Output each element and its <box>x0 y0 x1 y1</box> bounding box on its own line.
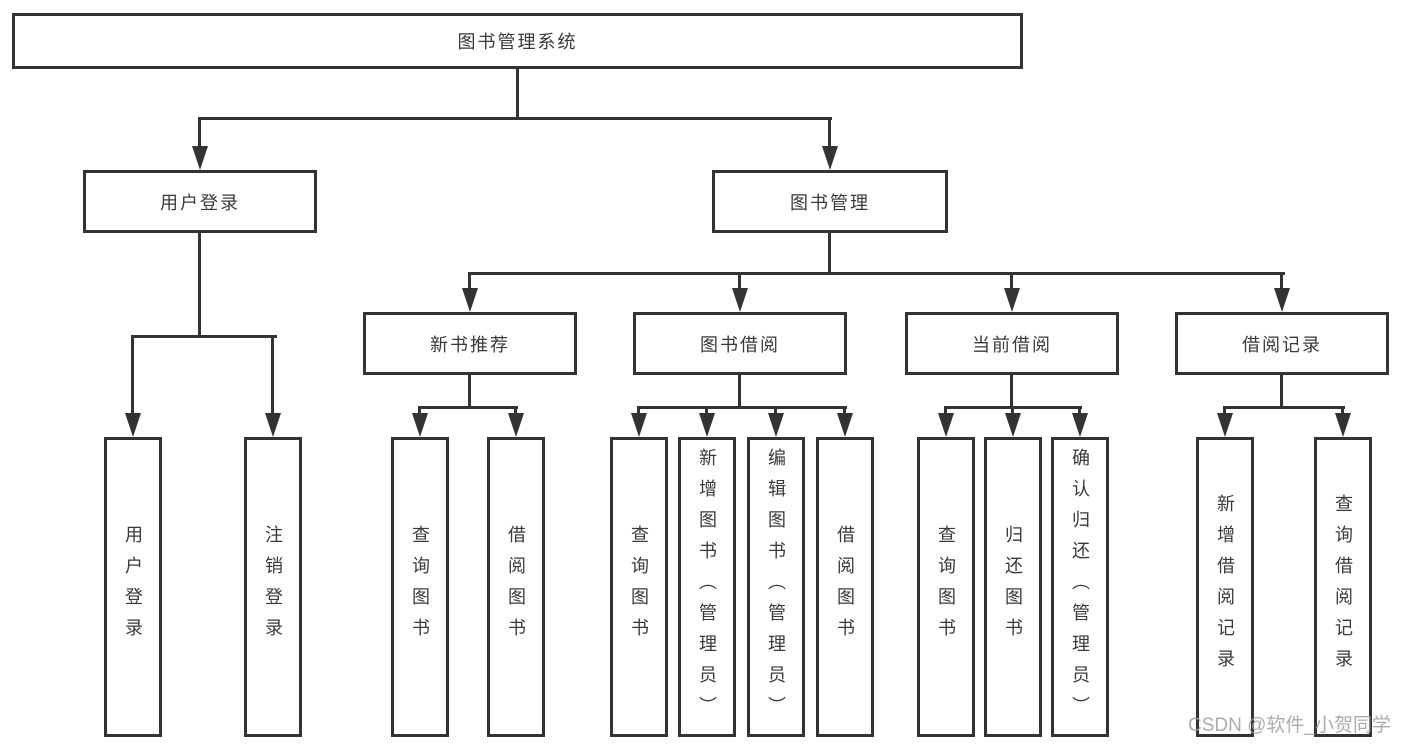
connector-line <box>944 406 1082 409</box>
arrow-down-icon <box>462 288 478 312</box>
node-label: 新增图书（管理员） <box>697 447 717 727</box>
leaf-borrow-books-borrowing: 借阅图书 <box>816 437 874 737</box>
leaf-add-book-admin: 新增图书（管理员） <box>678 437 736 737</box>
connector-line <box>131 338 134 416</box>
leaf-query-books-recommend: 查询图书 <box>391 437 449 737</box>
node-label: 新书推荐 <box>430 334 510 355</box>
leaf-query-books-current: 查询图书 <box>917 437 975 737</box>
leaf-return-book: 归还图书 <box>984 437 1042 737</box>
node-label: 用户登录 <box>160 192 240 213</box>
node-label: 查询图书 <box>936 525 956 649</box>
arrow-down-icon <box>1072 413 1088 437</box>
connector-line <box>198 120 201 150</box>
connector-line <box>198 233 201 337</box>
leaf-query-borrow-record: 查询借阅记录 <box>1314 437 1372 737</box>
arrow-down-icon <box>412 413 428 437</box>
node-label: 借阅记录 <box>1242 334 1322 355</box>
node-label: 查询借阅记录 <box>1333 494 1353 680</box>
node-label: 确认归还（管理员） <box>1070 447 1090 727</box>
arrow-down-icon <box>1217 413 1233 437</box>
connector-line <box>828 120 831 150</box>
arrow-down-icon <box>699 413 715 437</box>
node-label: 注销登录 <box>263 525 283 649</box>
leaf-confirm-return-admin: 确认归还（管理员） <box>1051 437 1109 737</box>
leaf-query-books-borrowing: 查询图书 <box>610 437 668 737</box>
node-book-management: 图书管理 <box>712 170 948 233</box>
connector-line <box>738 275 741 291</box>
arrow-down-icon <box>192 146 208 170</box>
node-label: 编辑图书（管理员） <box>766 447 786 727</box>
arrow-down-icon <box>265 413 281 437</box>
arrow-down-icon <box>822 146 838 170</box>
connector-line <box>1010 375 1013 408</box>
arrow-down-icon <box>1274 288 1290 312</box>
node-label: 图书管理系统 <box>457 32 578 52</box>
connector-line <box>1280 275 1283 291</box>
connector-line <box>1010 275 1013 291</box>
connector-line <box>1223 406 1345 409</box>
connector-line <box>418 406 518 409</box>
arrow-down-icon <box>938 413 954 437</box>
arrow-down-icon <box>125 413 141 437</box>
connector-line <box>468 272 1285 275</box>
leaf-add-borrow-record: 新增借阅记录 <box>1196 437 1254 737</box>
leaf-edit-book-admin: 编辑图书（管理员） <box>747 437 805 737</box>
arrow-down-icon <box>837 413 853 437</box>
node-label: 用户登录 <box>123 525 143 649</box>
node-new-book-recommendation: 新书推荐 <box>363 312 577 375</box>
node-library-management-system: 图书管理系统 <box>12 13 1023 69</box>
node-borrowing-records: 借阅记录 <box>1175 312 1389 375</box>
node-label: 图书管理 <box>790 192 870 213</box>
connector-line <box>738 375 741 408</box>
arrow-down-icon <box>1005 413 1021 437</box>
node-label: 当前借阅 <box>972 334 1052 355</box>
connector-line <box>637 406 847 409</box>
arrow-down-icon <box>631 413 647 437</box>
leaf-logout: 注销登录 <box>244 437 302 737</box>
connector-line <box>468 375 471 408</box>
leaf-borrow-books-recommend: 借阅图书 <box>487 437 545 737</box>
arrow-down-icon <box>1335 413 1351 437</box>
node-label: 借阅图书 <box>835 525 855 649</box>
connector-line <box>828 233 831 275</box>
node-label: 图书借阅 <box>700 334 780 355</box>
csdn-watermark: CSDN @软件_小贺同学 <box>1188 715 1391 736</box>
node-label: 归还图书 <box>1003 525 1023 649</box>
connector-line <box>468 275 471 291</box>
node-current-borrowing: 当前借阅 <box>905 312 1119 375</box>
node-label: 新增借阅记录 <box>1215 494 1235 680</box>
arrow-down-icon <box>508 413 524 437</box>
node-book-borrowing: 图书借阅 <box>633 312 847 375</box>
node-user-login: 用户登录 <box>83 170 317 233</box>
connector-line <box>1280 375 1283 408</box>
arrow-down-icon <box>732 288 748 312</box>
connector-line <box>198 117 832 120</box>
node-label: 借阅图书 <box>506 525 526 649</box>
arrow-down-icon <box>1004 288 1020 312</box>
leaf-user-login: 用户登录 <box>104 437 162 737</box>
connector-line <box>271 338 274 416</box>
arrow-down-icon <box>768 413 784 437</box>
connector-line <box>131 335 277 338</box>
node-label: 查询图书 <box>410 525 430 649</box>
node-label: 查询图书 <box>629 525 649 649</box>
connector-line <box>516 69 519 120</box>
